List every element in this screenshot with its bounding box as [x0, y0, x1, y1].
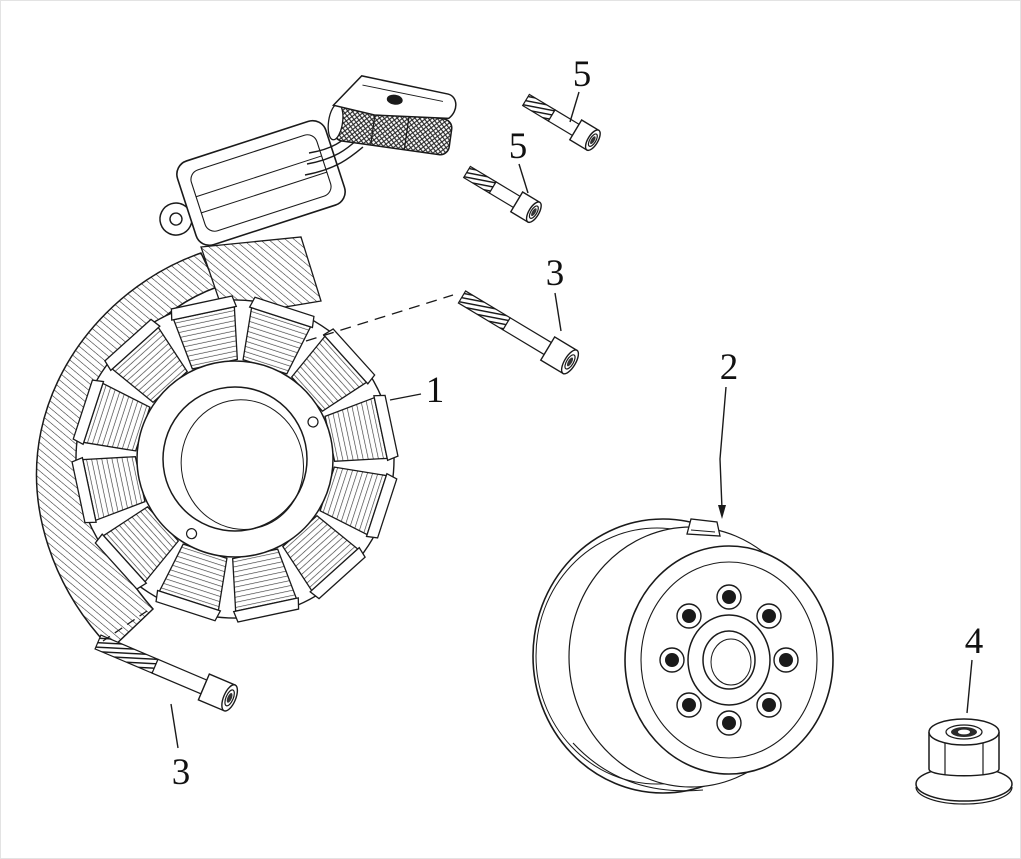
connector-plug [331, 75, 457, 120]
stator-ring [70, 294, 400, 624]
callout-label-4: 4 [965, 621, 984, 662]
callout-label-1: 1 [426, 370, 445, 411]
callout-3-upper: 3 [546, 253, 565, 332]
leader-line-5-middle [518, 163, 529, 194]
callout-3-lower: 3 [170, 703, 191, 793]
rotor-hub [687, 614, 771, 706]
callout-label-5-top: 5 [573, 54, 592, 95]
mount-bolt-lower [91, 628, 242, 714]
stator-bore-depth [180, 399, 305, 530]
leader-line-4 [966, 659, 973, 714]
callout-label-2: 2 [720, 347, 739, 388]
stator-face-hole [185, 528, 198, 540]
stator-wire-block [159, 119, 346, 247]
axis-dashed-line-lower [102, 610, 148, 642]
callout-1: 1 [389, 370, 445, 411]
connector-latch [386, 94, 403, 105]
flange-nut-illustration [915, 718, 1013, 805]
short-bolt-middle [460, 161, 545, 226]
mount-bolt-upper [454, 284, 583, 377]
leader-line-2 [719, 386, 727, 510]
callout-label-3-upper: 3 [546, 253, 565, 294]
leader-line-3-upper [554, 292, 562, 332]
callout-5-top: 5 [569, 54, 592, 123]
rim-groove [572, 742, 704, 792]
flywheel-rotor-illustration [532, 518, 834, 794]
callout-4: 4 [965, 621, 984, 714]
leader-line-1 [389, 393, 422, 401]
callout-5-middle: 5 [509, 126, 529, 194]
leader-line-3-lower [170, 703, 179, 749]
leader-arrow-2 [718, 505, 726, 519]
callout-label-5-middle: 5 [509, 126, 528, 167]
stator-assembly-illustration [35, 75, 457, 651]
leader-line-5-top [569, 91, 580, 123]
callout-2: 2 [718, 347, 738, 519]
rotor-timing-notch [686, 518, 721, 537]
axis-dashed-line-upper [305, 294, 454, 342]
rotor-holes [659, 584, 799, 736]
callout-label-3-lower: 3 [172, 752, 191, 793]
stator-face-hole [307, 416, 319, 428]
short-bolt-top [519, 89, 604, 154]
